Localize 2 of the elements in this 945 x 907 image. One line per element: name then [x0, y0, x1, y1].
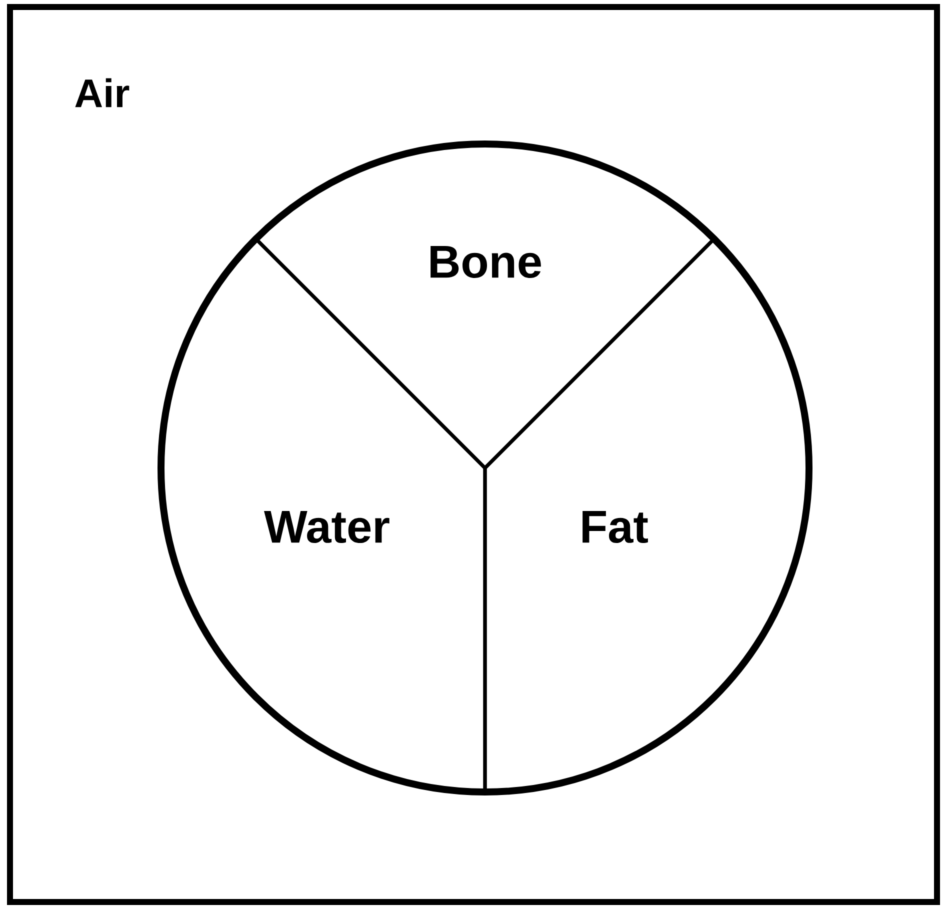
circle	[158, 140, 812, 796]
sector: Bone	[254, 142, 716, 470]
